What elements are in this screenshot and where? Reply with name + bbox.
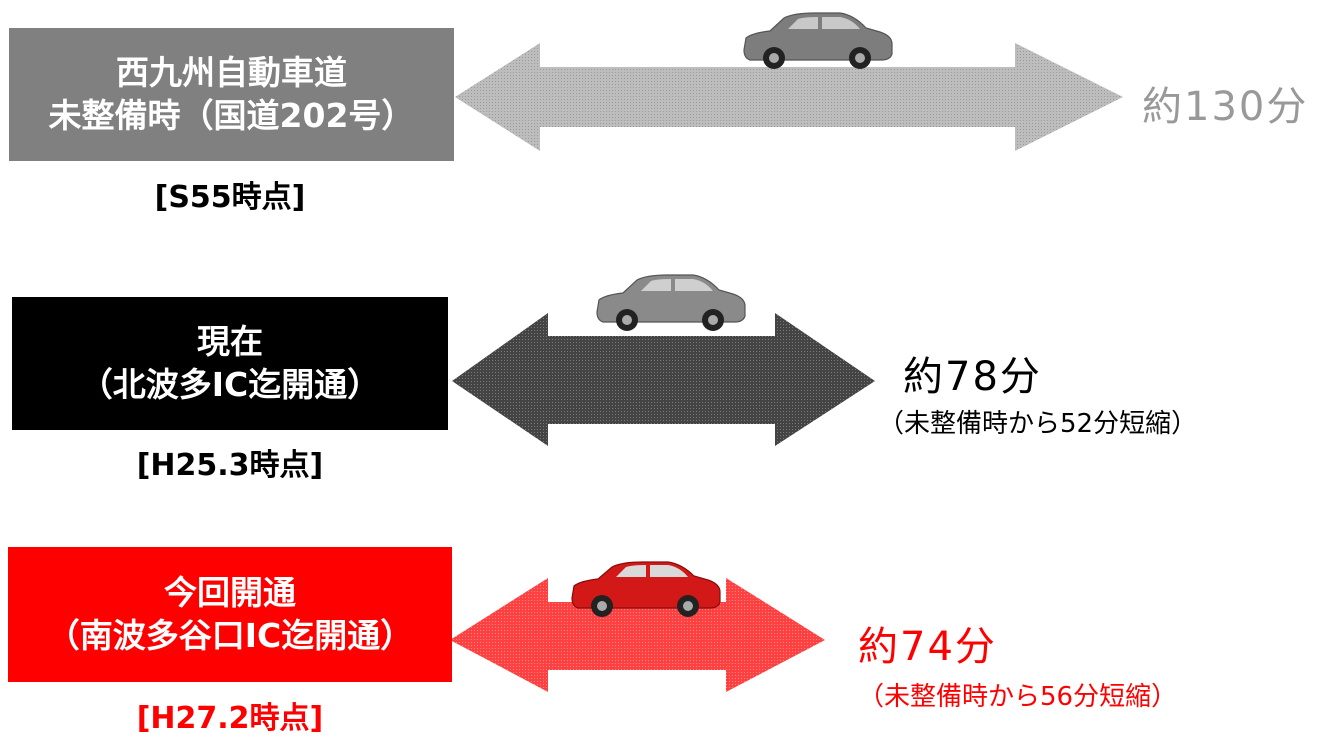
car-icon (743, 12, 893, 69)
label-box-current: 現在 （北波多IC迄開通） (12, 297, 448, 430)
date-tag-unimproved: [S55時点] (154, 180, 306, 215)
time-saving-new: （未整備時から56分短縮） (858, 682, 1178, 712)
date-tag-current: [H25.3時点] (136, 448, 324, 483)
travel-time-current: 約78分 (903, 354, 1042, 400)
label-box-new: 今回開通 （南波多谷口IC迄開通） (8, 547, 452, 682)
time-saving-current: （未整備時から52分短縮） (878, 409, 1198, 439)
travel-time-new: 約74分 (858, 624, 997, 670)
double-arrow-current (452, 313, 875, 446)
label-line-1: 西九州自動車道 (116, 52, 347, 92)
double-arrow-unimproved (455, 43, 1123, 151)
label-line-1: 今回開通 (164, 572, 296, 612)
label-line-1: 現在 (197, 321, 263, 361)
car-icon (596, 274, 746, 331)
travel-time-unimproved: 約130分 (1142, 84, 1309, 130)
label-line-2: （北波多IC迄開通） (79, 364, 381, 404)
label-box-unimproved: 西九州自動車道 未整備時（国道202号） (9, 28, 454, 161)
car-icon (571, 561, 721, 617)
double-arrow-new (450, 578, 825, 692)
label-line-2: （南波多谷口IC迄開通） (46, 615, 414, 655)
date-tag-new: [H27.2時点] (136, 701, 324, 736)
label-line-2: 未整備時（国道202号） (48, 95, 415, 135)
